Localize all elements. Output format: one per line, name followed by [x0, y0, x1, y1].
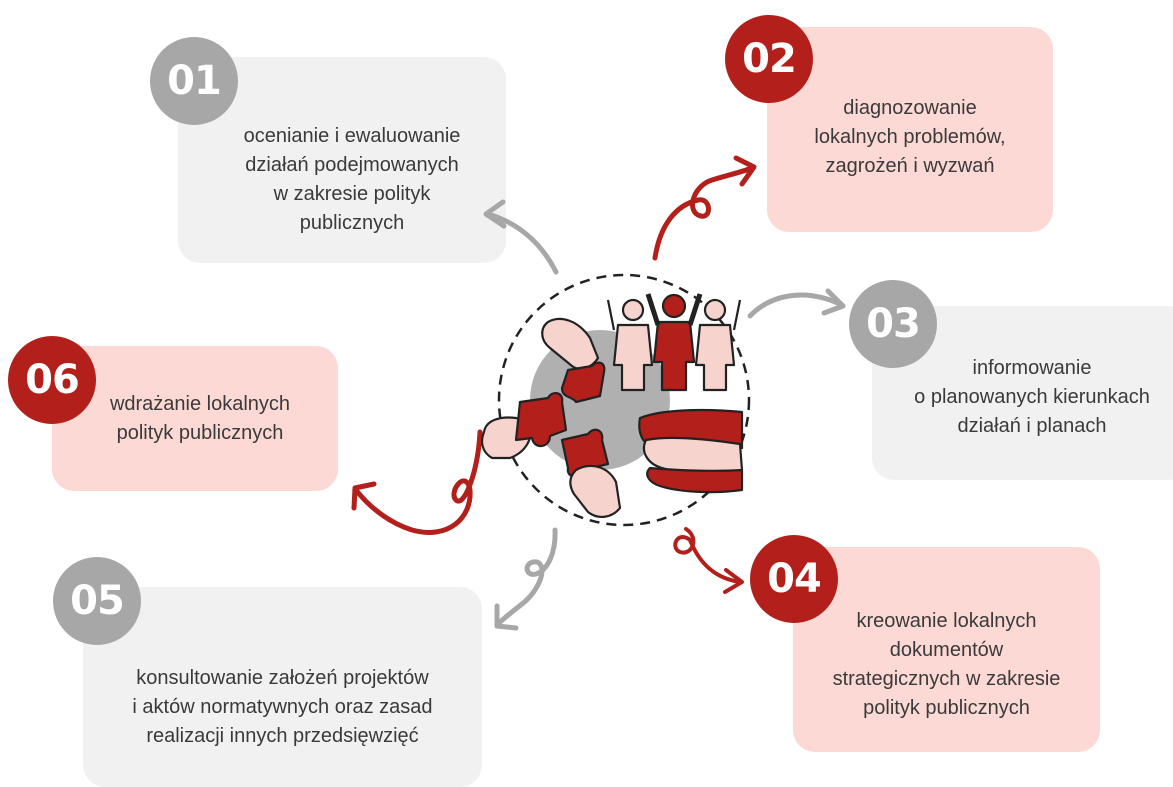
card-04-text: kreowanie lokalnych dokumentów strategic… [832, 609, 1061, 719]
arrow-to-03 [747, 288, 846, 319]
people-icon [606, 293, 742, 392]
hand-puzzle-bottom-icon [560, 428, 622, 518]
teamwork-illustration [481, 273, 751, 527]
card-05: konsultowanie założeń projektów i aktów … [83, 587, 482, 787]
card-02: diagnozowanie lokalnych problemów, zagro… [767, 27, 1053, 232]
arrow-to-01 [483, 199, 559, 275]
badge-02: 02 [725, 15, 813, 103]
card-05-text: konsultowanie założeń projektów i aktów … [132, 666, 433, 747]
badge-03: 03 [849, 280, 937, 368]
card-02-text: diagnozowanie lokalnych problemów, zagro… [814, 97, 1006, 177]
badge-05: 05 [53, 557, 141, 645]
handshake-icon [638, 408, 744, 494]
hand-puzzle-top-icon [541, 317, 606, 404]
card-04: kreowanie lokalnych dokumentów strategic… [793, 547, 1100, 752]
card-06: wdrażanie lokalnych polityk publicznych [52, 346, 338, 491]
badge-04: 04 [750, 535, 838, 623]
card-06-text: wdrażanie lokalnych polityk publicznych [109, 392, 291, 444]
card-01-text: ocenianie i ewaluowanie działań podejmow… [243, 125, 461, 234]
arrow-to-02 [652, 155, 757, 261]
badge-01: 01 [150, 37, 238, 125]
card-03-text: informowanie o planowanych kierunkach dz… [914, 356, 1150, 437]
card-01: ocenianie i ewaluowanie działań podejmow… [178, 57, 506, 263]
badge-06: 06 [8, 336, 96, 424]
arrow-to-05 [494, 527, 558, 631]
hand-puzzle-left-icon [481, 392, 568, 460]
arrow-to-06 [351, 429, 483, 535]
arrow-to-04 [673, 527, 744, 594]
